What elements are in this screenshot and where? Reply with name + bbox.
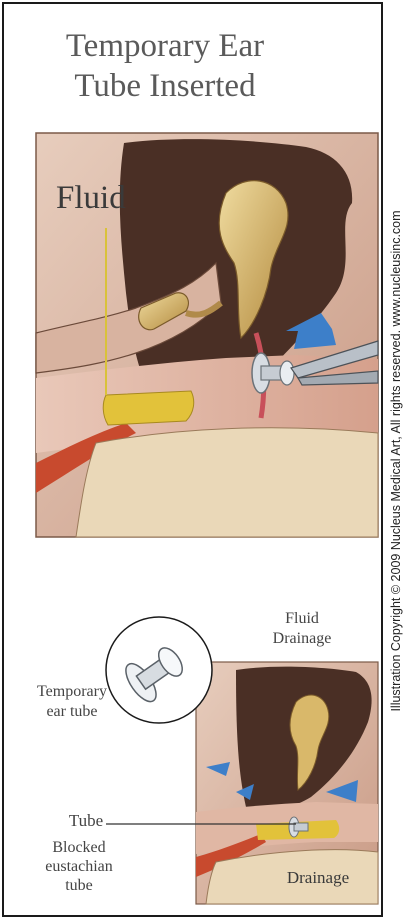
blocked-line-3: tube [34, 876, 124, 895]
middle-ear-fluid [103, 391, 194, 425]
fluid-drainage-line-2: Drainage [252, 629, 352, 649]
temporary-ear-tube-label: Temporary ear tube [30, 682, 114, 722]
title-line-2: Tube Inserted [0, 66, 330, 106]
blocked-line-2: eustachian [34, 857, 124, 876]
tube-label: Tube [66, 811, 106, 831]
blocked-line-1: Blocked [34, 838, 124, 857]
fluid-label: Fluid [56, 180, 126, 217]
page-title: Temporary Ear Tube Inserted [0, 26, 330, 106]
fluid-drainage-label: Fluid Drainage [252, 609, 352, 649]
temporary-tube-line-2: ear tube [30, 702, 114, 722]
lower-bone [76, 428, 378, 537]
title-line-1: Temporary Ear [0, 26, 330, 66]
drainage-label: Drainage [268, 868, 368, 888]
copyright-credit: Illustration Copyright © 2009 Nucleus Me… [384, 0, 407, 921]
fluid-drainage-line-1: Fluid [252, 609, 352, 629]
copyright-text: Illustration Copyright © 2009 Nucleus Me… [389, 210, 403, 711]
tube-pointer-line [106, 822, 296, 826]
blocked-eustachian-tube-label: Blocked eustachian tube [34, 838, 124, 895]
tube-inset-circle [104, 615, 214, 725]
temporary-tube-line-1: Temporary [30, 682, 114, 702]
